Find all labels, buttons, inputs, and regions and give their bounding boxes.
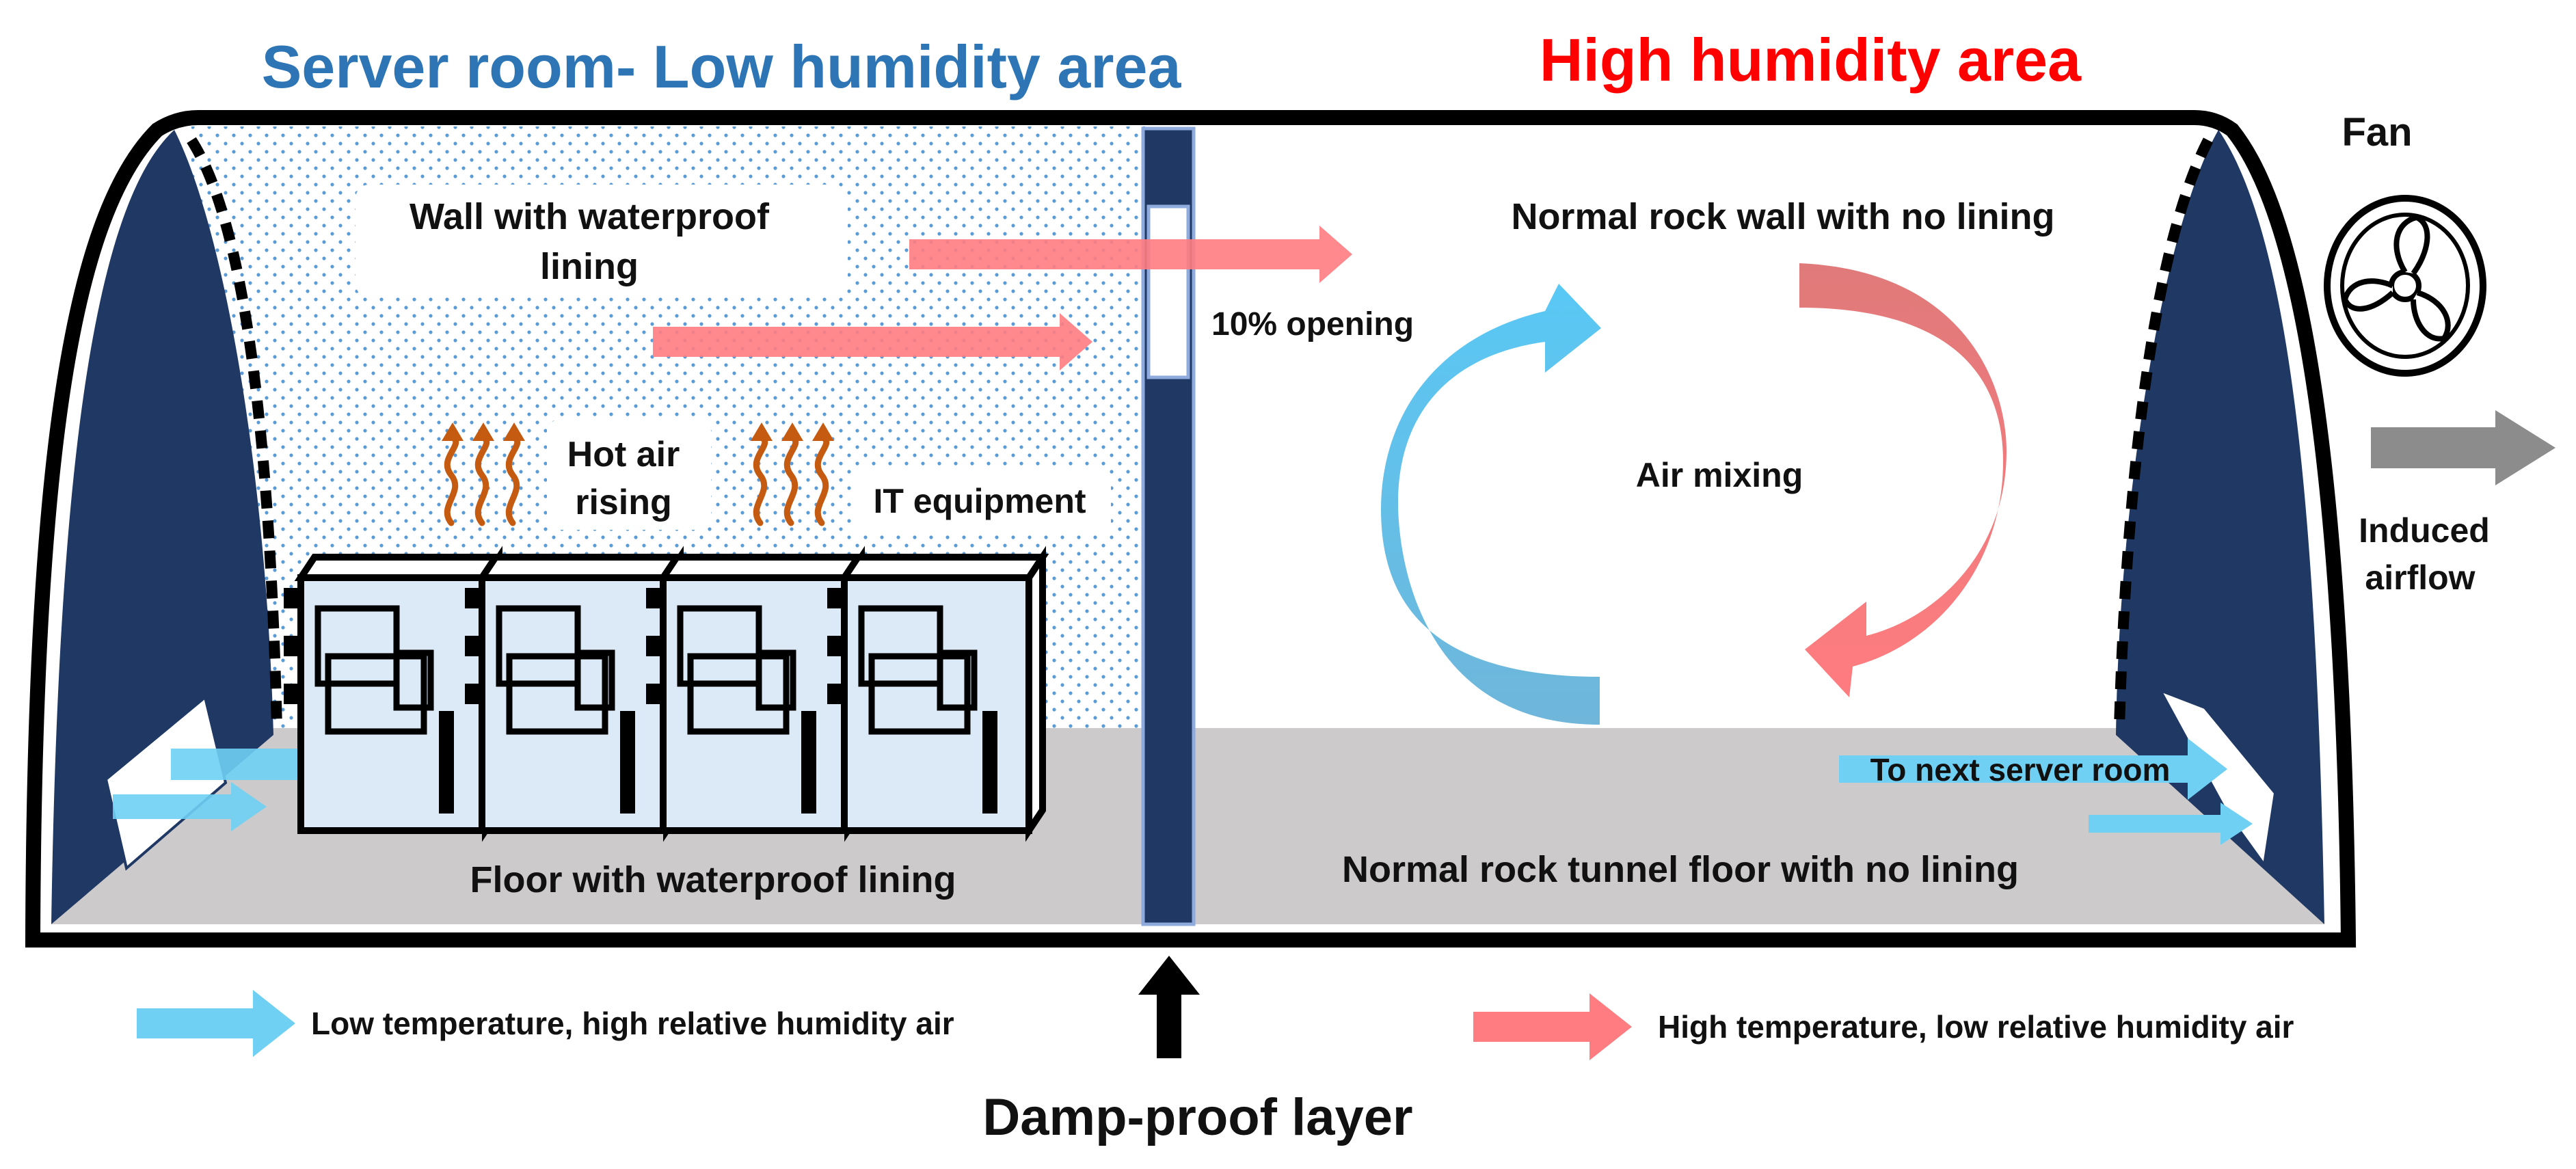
induced-airflow-label-2: airflow bbox=[2365, 559, 2475, 597]
wall-lining-label-2: lining bbox=[540, 246, 639, 287]
ten-percent-opening bbox=[1146, 204, 1190, 379]
induced-airflow-label-1: Induced bbox=[2359, 511, 2490, 550]
hot-air-label-bg bbox=[547, 420, 711, 530]
server-room-title: Server room- Low humidity area bbox=[262, 33, 1182, 100]
heat-wave-tips bbox=[442, 422, 834, 441]
rock-wall-label: Normal rock wall with no lining bbox=[1511, 196, 2054, 237]
hot-air-label-2: rising bbox=[575, 483, 672, 522]
hot-air-label-1: Hot air bbox=[567, 435, 680, 474]
damp-proof-label: Damp-proof layer bbox=[982, 1088, 1412, 1146]
high-humidity-title: High humidity area bbox=[1540, 26, 2082, 94]
rock-floor-label: Normal rock tunnel floor with no lining bbox=[1342, 849, 2019, 890]
left-end-cap bbox=[51, 130, 273, 924]
opening-label: 10% opening bbox=[1211, 306, 1414, 342]
hot-air-arrow-lower bbox=[653, 313, 1092, 371]
it-label-bg bbox=[851, 468, 1111, 533]
legend-hot-arrow bbox=[1473, 993, 1632, 1060]
damp-proof-pointer-arrow bbox=[1138, 956, 1200, 1058]
left-inlet-panel bbox=[104, 695, 228, 871]
legend-hot-label: High temperature, low relative humidity … bbox=[1658, 1009, 2294, 1045]
fan-label: Fan bbox=[2342, 110, 2412, 154]
legend-cold-arrow bbox=[137, 990, 295, 1057]
server-rack-icon bbox=[284, 546, 506, 842]
floor-lining-label: Floor with waterproof lining bbox=[470, 859, 956, 900]
it-equipment-racks bbox=[284, 546, 1043, 842]
it-equipment-label: IT equipment bbox=[873, 482, 1086, 520]
hot-air-arrow-upper bbox=[909, 226, 1352, 283]
air-mixing-red-arrow bbox=[1799, 263, 2007, 697]
right-end-cap bbox=[2116, 130, 2324, 924]
legend-cold-label: Low temperature, high relative humidity … bbox=[311, 1006, 954, 1041]
inlet-arrow-lower bbox=[113, 782, 267, 831]
wall-label-bg bbox=[355, 185, 848, 297]
wall-lining-label-1: Wall with waterproof bbox=[410, 196, 770, 237]
outlet-arrow-lower bbox=[2089, 803, 2253, 845]
air-mixing-label: Air mixing bbox=[1636, 456, 1803, 494]
fan-icon bbox=[2324, 195, 2486, 377]
induced-airflow-arrow bbox=[2371, 410, 2555, 485]
tunnel-outline bbox=[25, 110, 2357, 948]
next-room-label: To next server room bbox=[1870, 752, 2171, 788]
outlet-arrow-upper bbox=[1839, 738, 2227, 800]
right-dashed-lining bbox=[2114, 137, 2214, 729]
air-mixing-blue-arrow bbox=[1381, 284, 1601, 725]
heat-wave-icon bbox=[444, 434, 830, 526]
